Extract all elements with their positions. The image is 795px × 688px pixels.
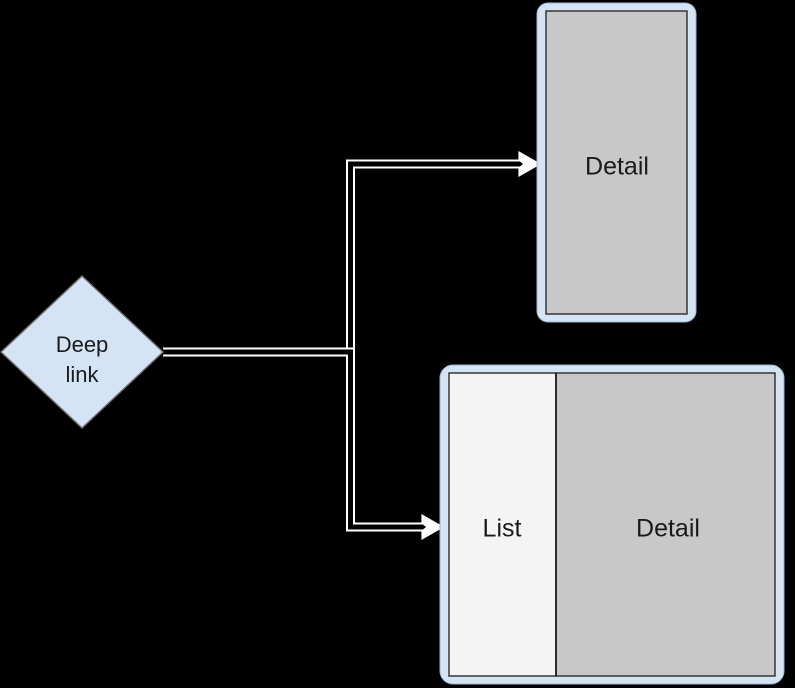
edge-top-outer-stroke (163, 159, 521, 357)
list-panel-label: List (483, 515, 522, 543)
deep-link-diamond (0, 275, 165, 429)
edge-deep-link-to-list-detail[interactable] (163, 347, 445, 541)
detail-screen-panel (545, 10, 688, 315)
detail-panel-label: Detail (636, 515, 700, 543)
connector-layer (163, 150, 542, 541)
edge-bottom-inner-fill (163, 349, 424, 530)
edge-top-inner-fill (163, 161, 521, 355)
detail-panel[interactable] (555, 372, 776, 677)
node-detail-screen[interactable]: Detail (536, 2, 697, 323)
node-deep-link[interactable]: Deep link (0, 275, 165, 429)
edge-deep-link-to-detail[interactable] (163, 150, 542, 357)
detail-screen-label: Detail (585, 153, 649, 181)
deep-link-label-line1: Deep (56, 332, 109, 357)
node-list-detail-screen[interactable]: List Detail (439, 364, 785, 685)
edge-bottom-outer-stroke (163, 347, 424, 532)
deep-link-label-line2: link (65, 362, 99, 387)
